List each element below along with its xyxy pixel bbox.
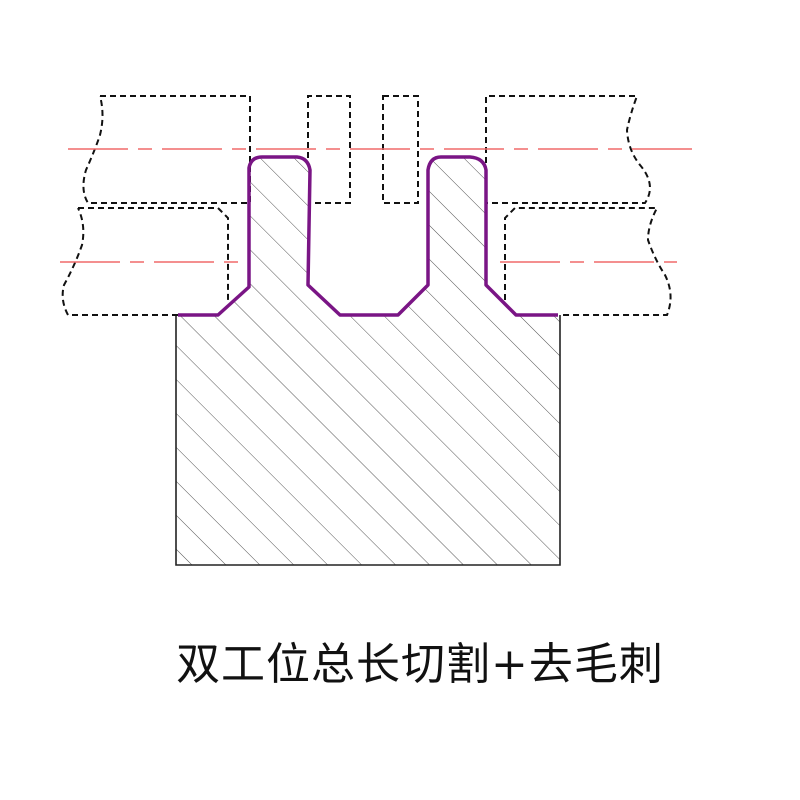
clamp-lower-right (504, 207, 672, 316)
clamp-upper-left (82, 95, 251, 204)
blade-left (307, 95, 351, 204)
blade-right (382, 95, 419, 204)
cut-profile (178, 155, 558, 317)
clamp-lower-left (61, 207, 229, 316)
workpiece (175, 157, 561, 566)
diagram-caption: 双工位总长切割+去毛刺 (176, 639, 664, 690)
clamp-upper-right (485, 95, 651, 204)
